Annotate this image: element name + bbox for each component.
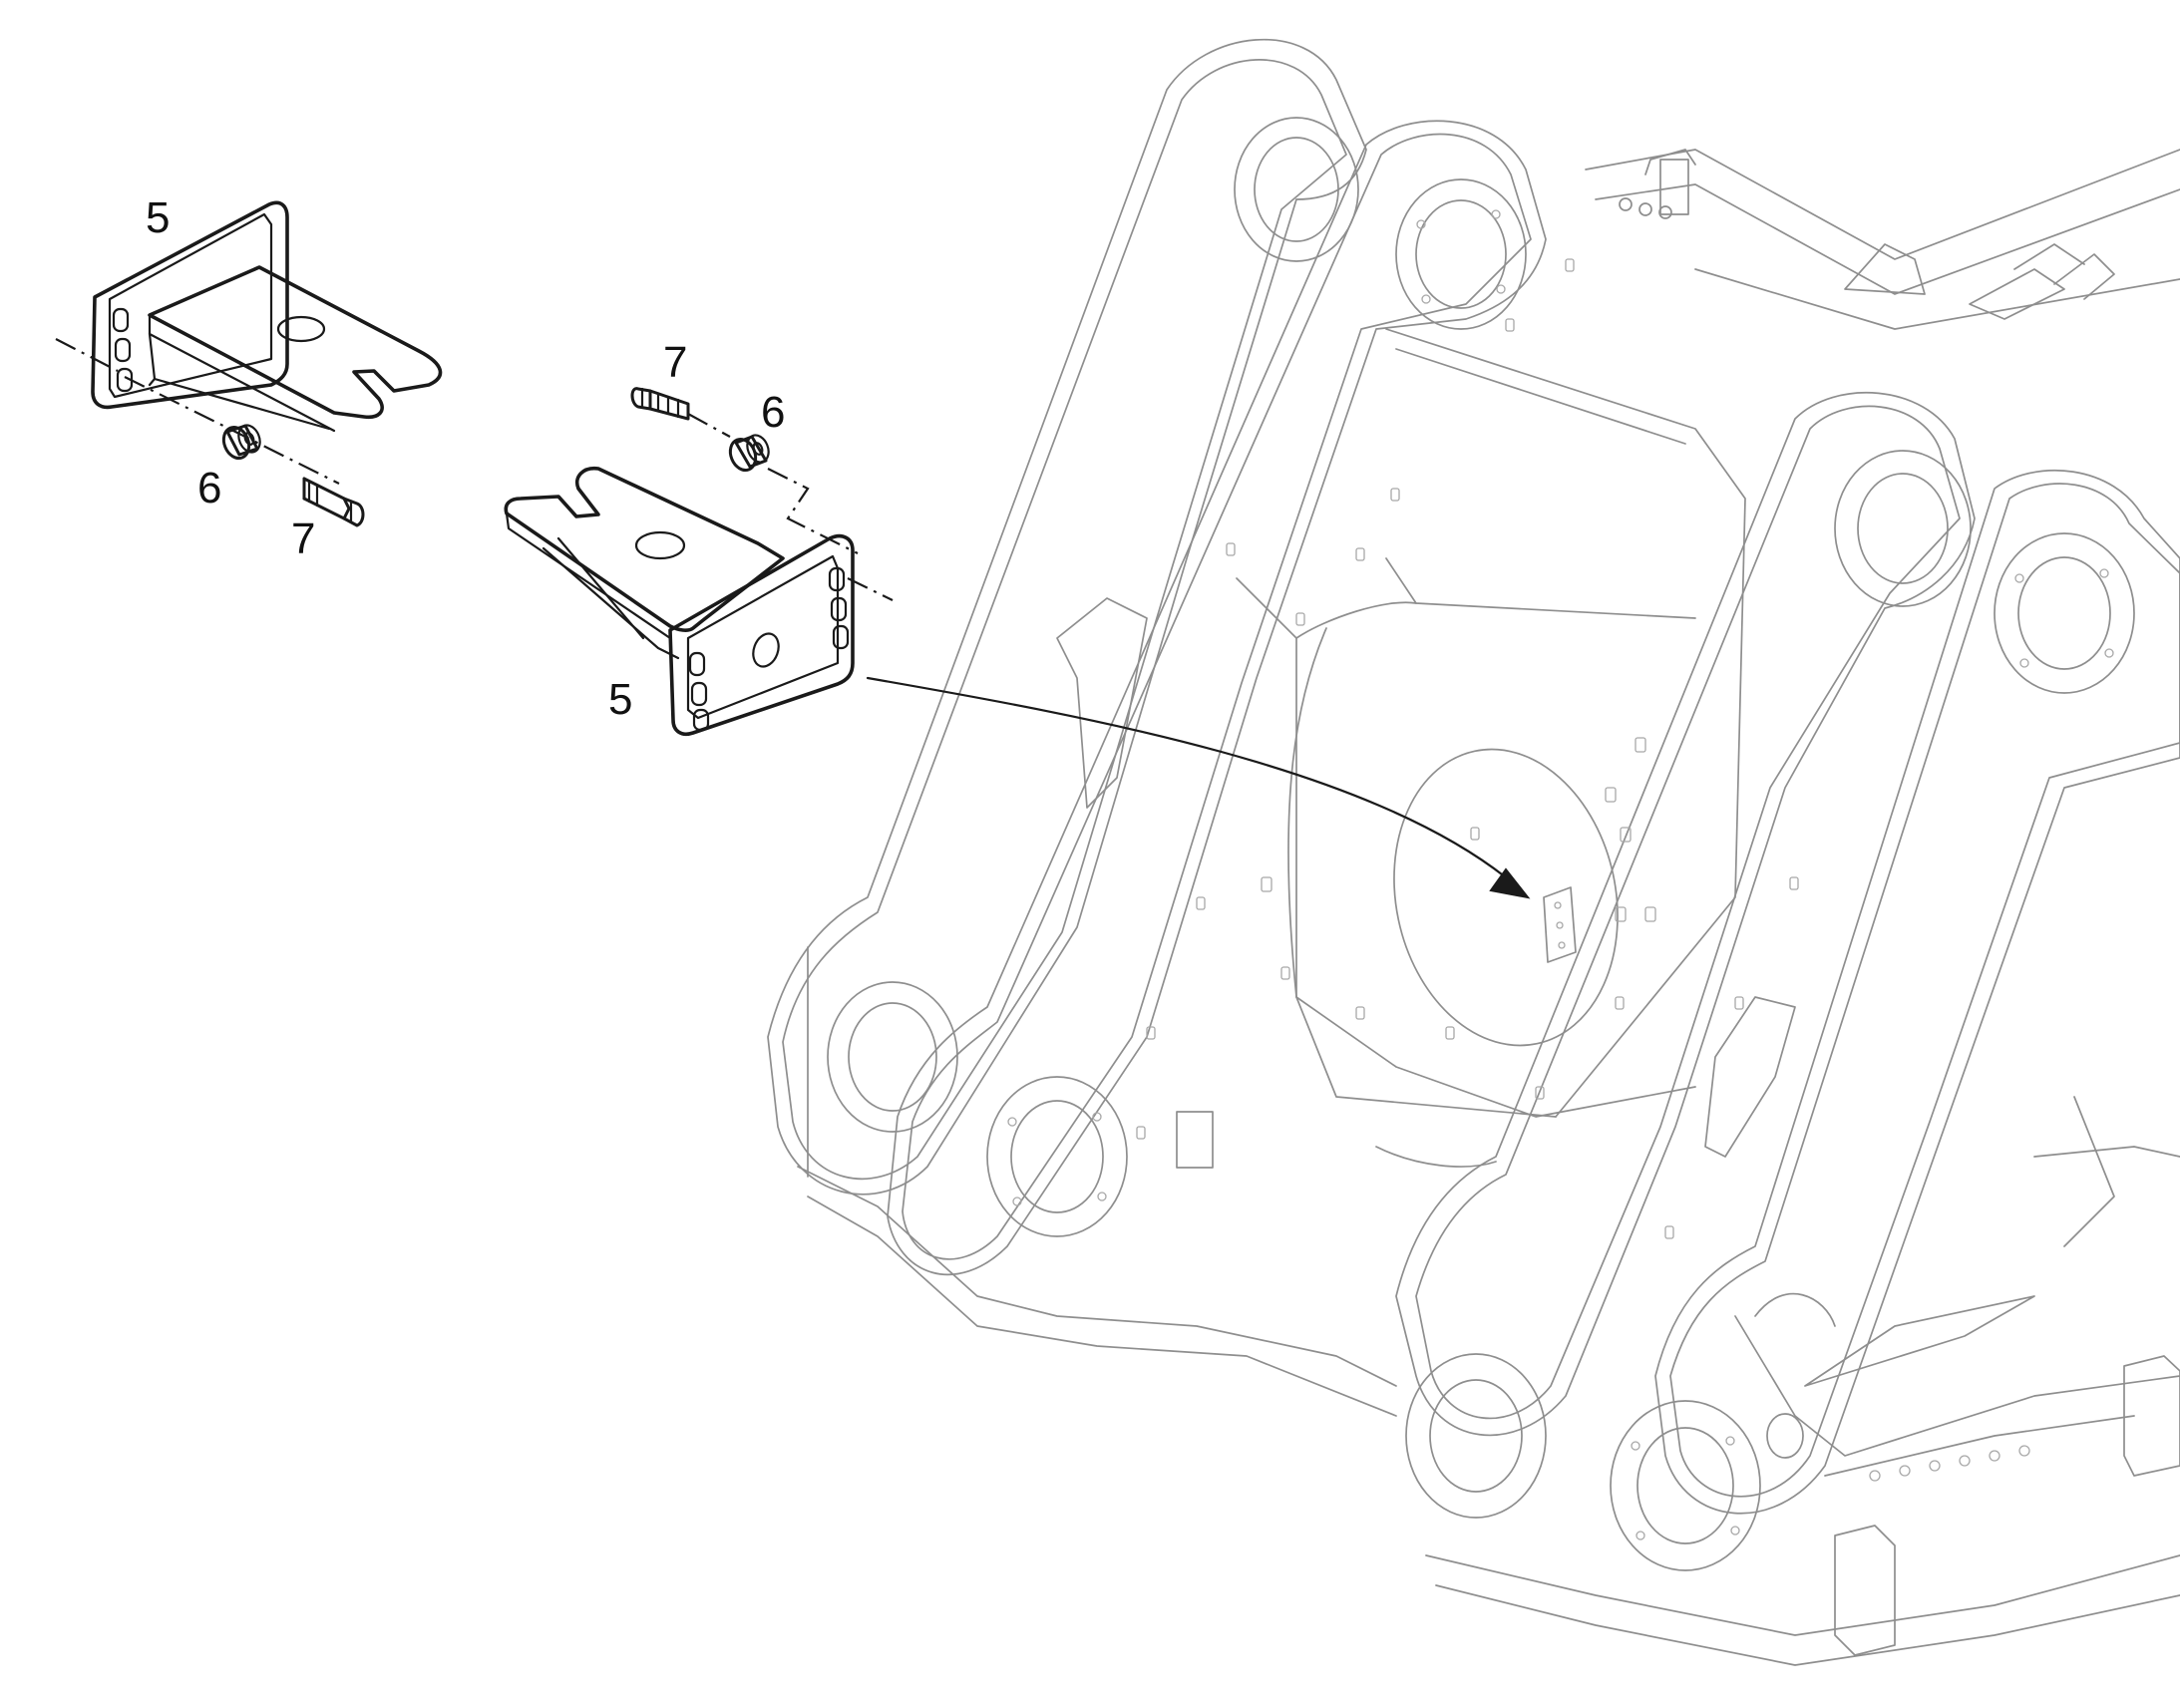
loader-frame bbox=[767, 38, 2180, 1666]
callout-bracket-left: 5 bbox=[146, 193, 170, 242]
axis-line-right-end bbox=[847, 577, 894, 601]
axis-line-right-mid bbox=[767, 468, 859, 554]
axis-line-right-upper bbox=[687, 413, 731, 438]
axis-line-left bbox=[55, 338, 119, 372]
spacer-left bbox=[221, 424, 261, 461]
callout-bolt-left: 7 bbox=[291, 514, 315, 563]
spacer-right bbox=[728, 434, 770, 473]
bracket-right bbox=[504, 466, 855, 737]
bracket-left bbox=[91, 200, 443, 433]
callout-spacer-right: 6 bbox=[761, 388, 785, 437]
mounting-arrow bbox=[866, 676, 1531, 899]
callout-spacer-left: 6 bbox=[197, 464, 221, 512]
callout-bolt-right: 7 bbox=[663, 338, 687, 387]
callout-bracket-right: 5 bbox=[608, 675, 632, 724]
bolt-left bbox=[302, 477, 365, 527]
bolt-right bbox=[630, 387, 690, 421]
